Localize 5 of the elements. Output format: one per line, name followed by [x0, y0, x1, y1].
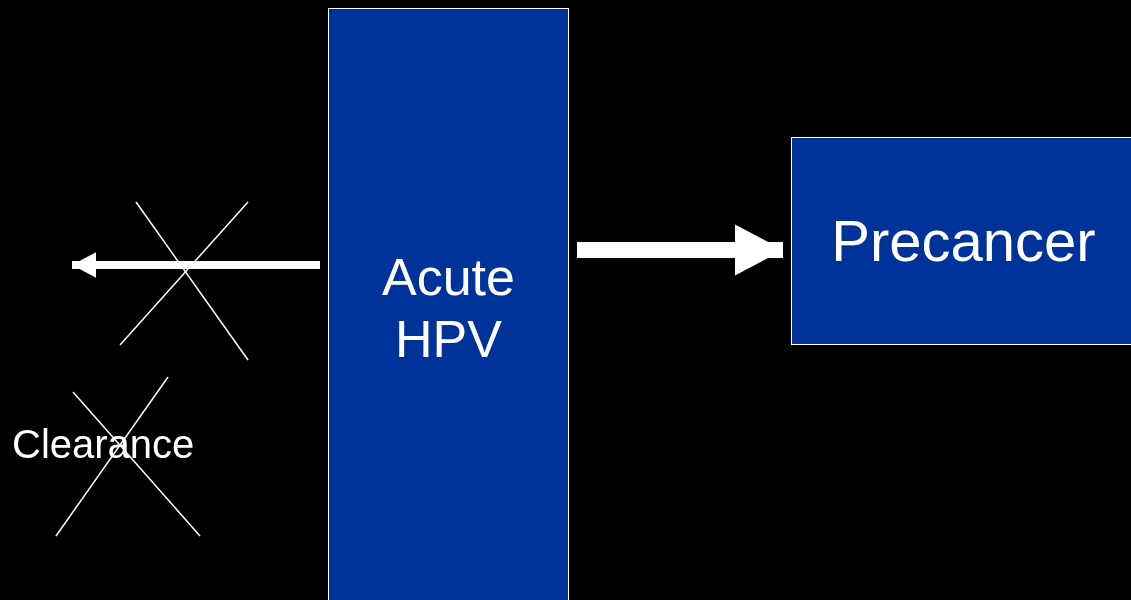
arrow: [577, 224, 783, 276]
stage-box: [791, 137, 1131, 345]
box-label: Acute HPV: [381, 246, 516, 370]
box-label: Precancer: [830, 207, 1097, 276]
stage-box: [328, 8, 569, 600]
